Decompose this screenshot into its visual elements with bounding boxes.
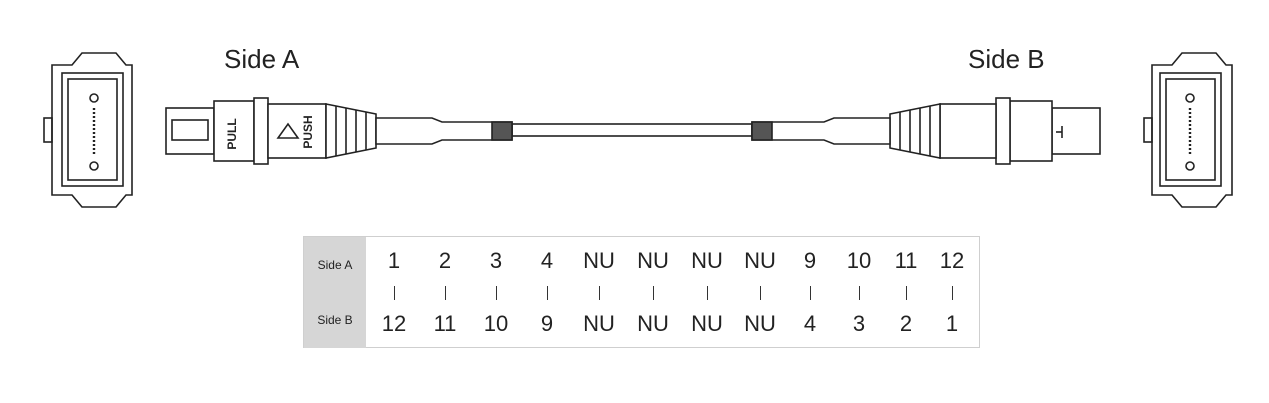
pin-cell-b: 3 — [852, 311, 866, 336]
row-header-side-a: Side A — [304, 237, 366, 292]
side-a-label: Side A — [224, 44, 300, 74]
pin-cell-a: 2 — [438, 248, 452, 273]
side-a-connector — [165, 97, 513, 165]
connection-tick — [496, 286, 497, 300]
pin-cell-a: NU — [744, 248, 776, 273]
pin-mapping-table: Side A Side B 1 2 3 4 NU NU NU NU 9 10 1… — [303, 236, 980, 348]
pin-cell-b: 1 — [945, 311, 959, 336]
connection-tick — [653, 286, 654, 300]
pin-cell-a: 3 — [489, 248, 503, 273]
connection-tick — [707, 286, 708, 300]
pull-label: PULL — [225, 118, 239, 149]
pin-cell-b: 2 — [899, 311, 913, 336]
connection-tick — [599, 286, 600, 300]
pin-cell-a: NU — [637, 248, 669, 273]
cable-diagram: PULL PUSH — [43, 52, 1233, 208]
pin-cell-a: 4 — [540, 248, 554, 273]
connection-tick — [394, 286, 395, 300]
pin-cell-b: NU — [637, 311, 669, 336]
pin-cell-b: 4 — [803, 311, 817, 336]
pin-cell-b: NU — [583, 311, 615, 336]
pin-cell-a: NU — [583, 248, 615, 273]
pin-cell-b: 11 — [433, 311, 457, 336]
pin-cell-b: 12 — [381, 311, 407, 336]
pin-cell-b: 10 — [483, 311, 509, 336]
connection-tick — [906, 286, 907, 300]
pin-cell-a: 9 — [803, 248, 817, 273]
connection-tick — [760, 286, 761, 300]
side-b-label: Side B — [968, 44, 1045, 74]
pin-cell-a: 11 — [894, 248, 918, 273]
pin-cell-b: 9 — [540, 311, 554, 336]
row-header-side-b: Side B — [304, 292, 366, 348]
side-b-connector — [751, 97, 1101, 165]
cable-body — [511, 123, 753, 137]
side-a-endface-view — [43, 52, 133, 208]
pin-cell-a: 10 — [846, 248, 872, 273]
connection-tick — [445, 286, 446, 300]
connection-tick — [859, 286, 860, 300]
connection-tick — [952, 286, 953, 300]
connection-tick — [810, 286, 811, 300]
pin-cell-a: NU — [691, 248, 723, 273]
side-b-endface-view — [1143, 52, 1233, 208]
pin-cell-b: NU — [691, 311, 723, 336]
pin-cell-b: NU — [744, 311, 776, 336]
pin-cell-a: 12 — [939, 248, 965, 273]
connection-tick — [547, 286, 548, 300]
pin-cell-a: 1 — [387, 248, 401, 273]
push-label: PUSH — [301, 115, 315, 148]
